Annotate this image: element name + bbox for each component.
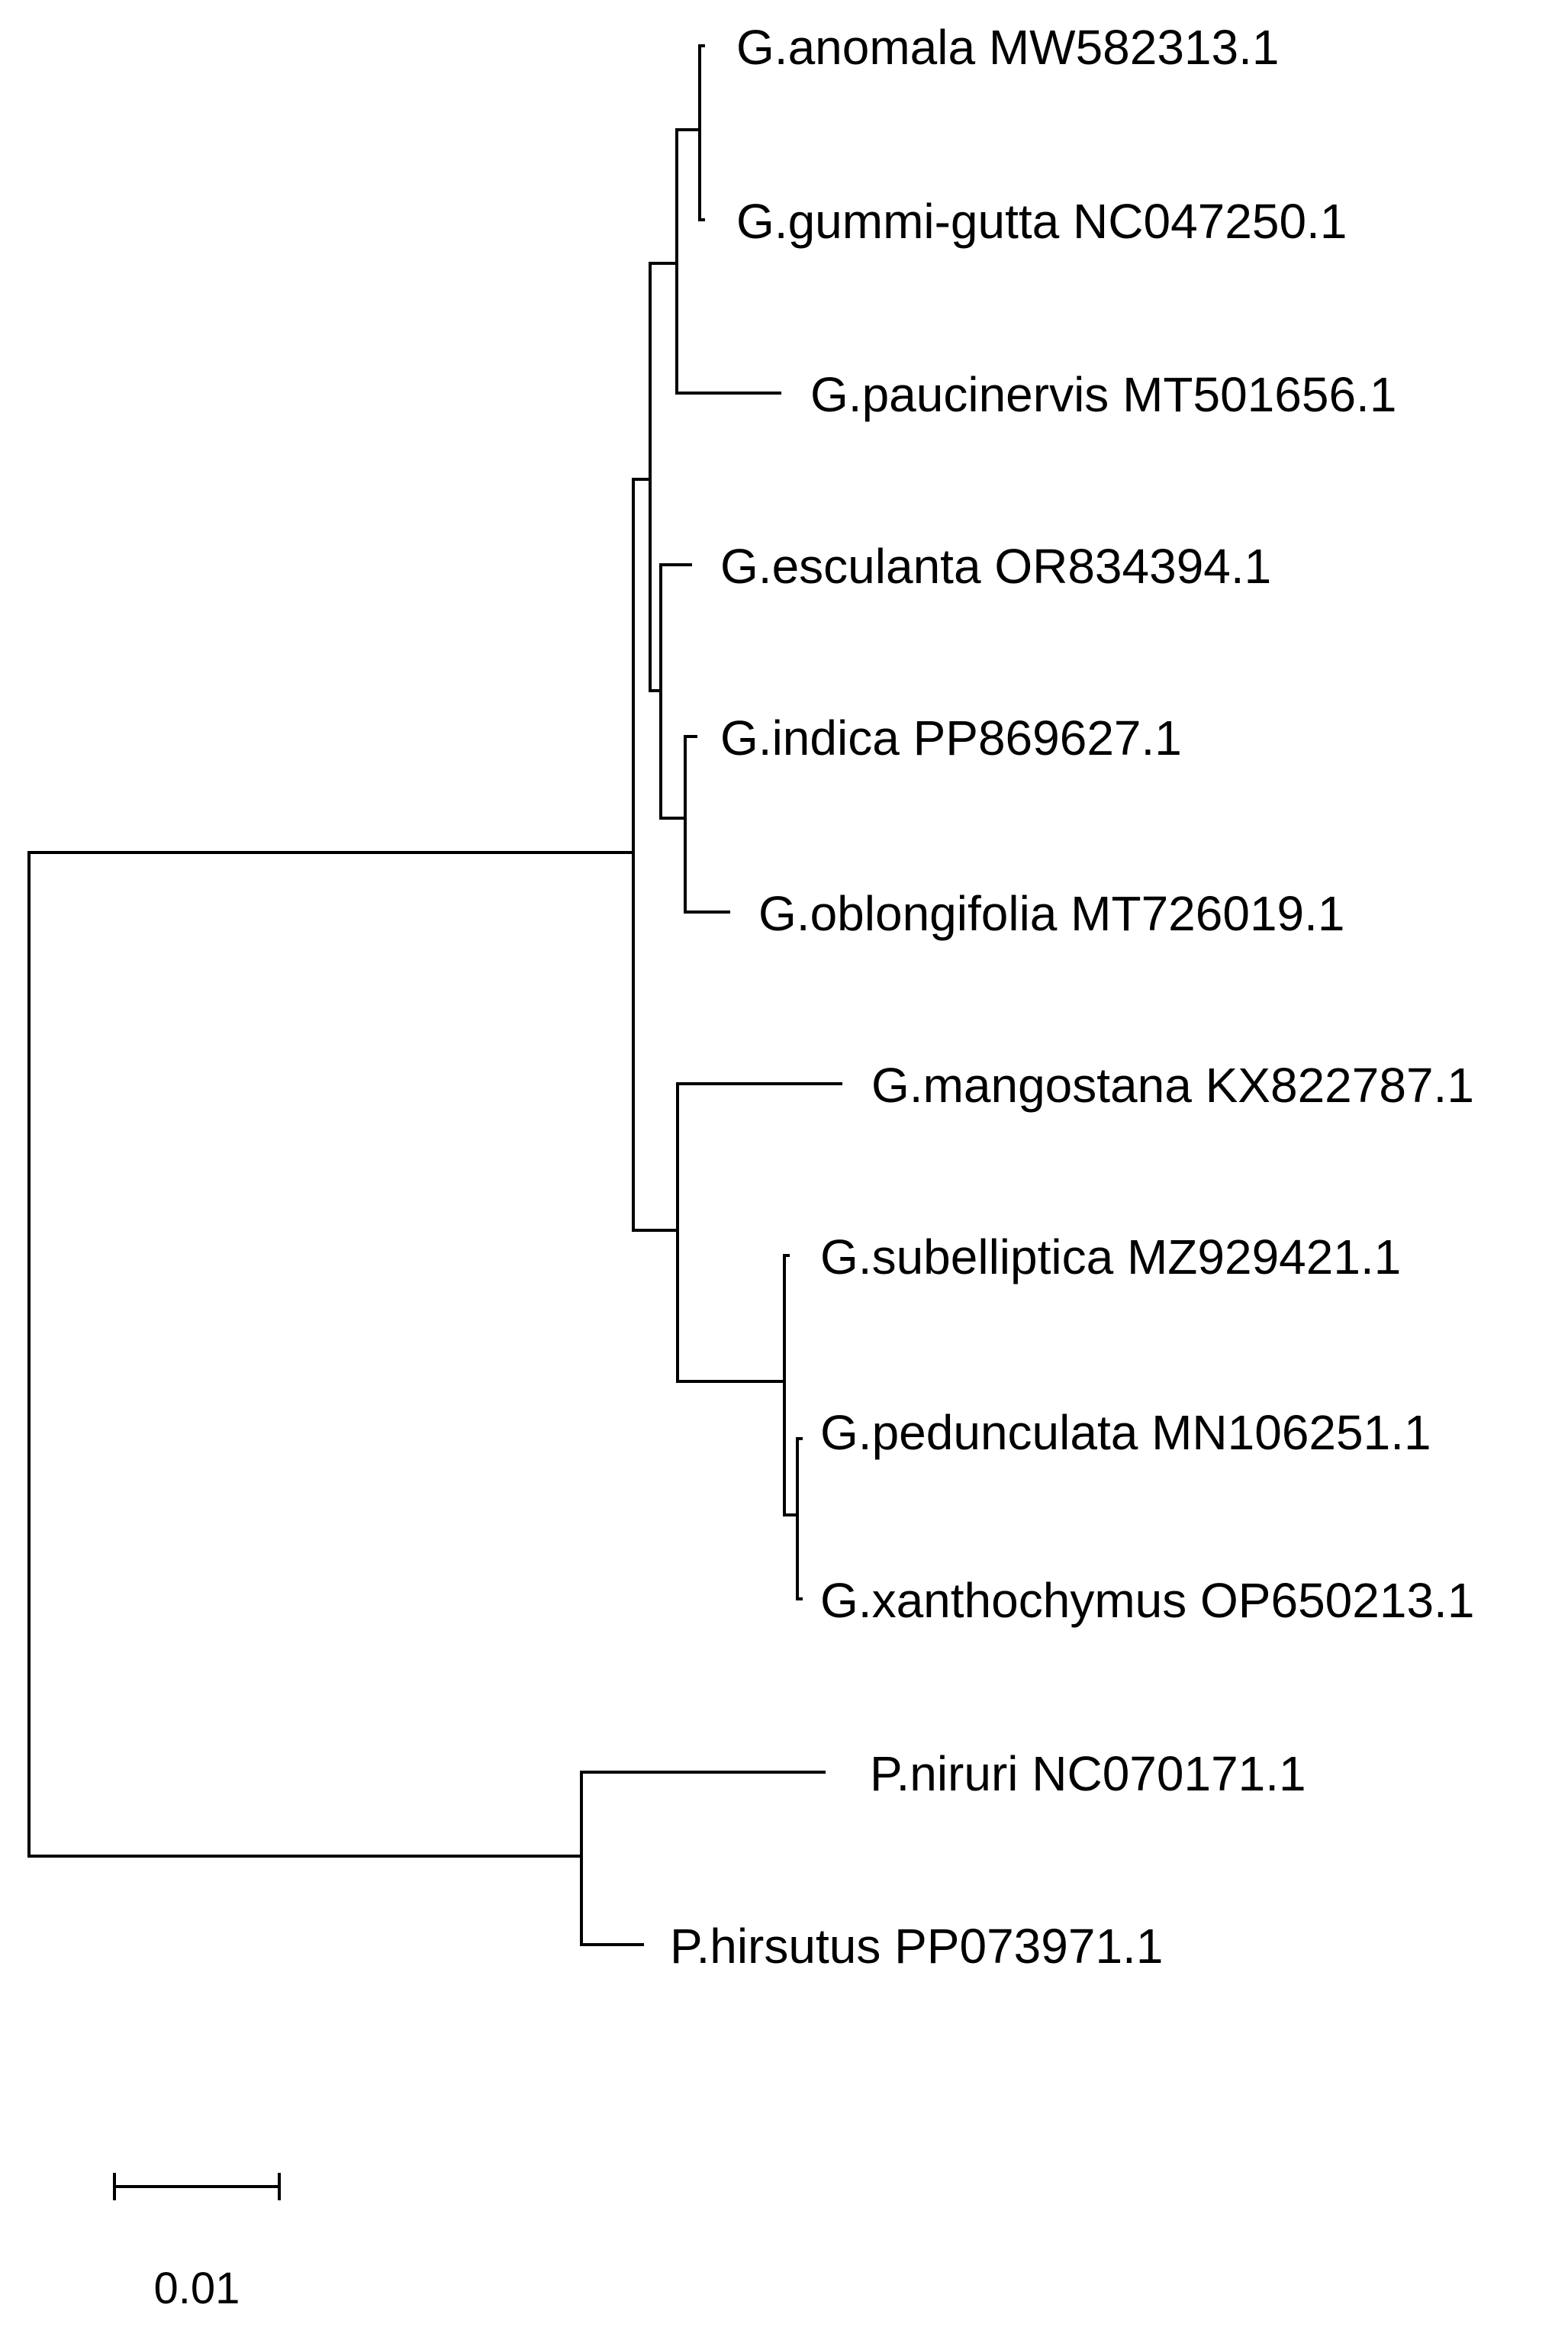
leaf-labels: G.anomala MW582313.1 G.gummi-gutta NC047… <box>670 20 1474 1974</box>
leaf-label-g-indica: G.indica PP869627.1 <box>720 711 1182 765</box>
leaf-label-g-paucinervis: G.paucinervis MT501656.1 <box>810 367 1396 422</box>
leaf-label-g-mangostana: G.mangostana KX822787.1 <box>871 1058 1474 1113</box>
leaf-label-g-oblongifolia: G.oblongifolia MT726019.1 <box>758 886 1345 941</box>
leaf-label-g-pedunculata: G.pedunculata MN106251.1 <box>820 1405 1431 1460</box>
scale-bar-label: 0.01 <box>154 2264 240 2313</box>
scale-bar: 0.01 <box>113 2173 281 2313</box>
leaf-label-g-xanthochymus: G.xanthochymus OP650213.1 <box>820 1573 1474 1628</box>
leaf-label-g-anomala: G.anomala MW582313.1 <box>736 20 1280 75</box>
leaf-label-g-esculanta: G.esculanta OR834394.1 <box>720 539 1271 594</box>
leaf-label-p-hirsutus: P.hirsutus PP073971.1 <box>670 1919 1163 1974</box>
leaf-label-p-niruri: P.niruri NC070171.1 <box>870 1746 1306 1801</box>
leaf-label-g-gummi-gutta: G.gummi-gutta NC047250.1 <box>736 194 1347 249</box>
tree-branches <box>27 44 842 1946</box>
leaf-label-g-subelliptica: G.subelliptica MZ929421.1 <box>820 1230 1401 1284</box>
